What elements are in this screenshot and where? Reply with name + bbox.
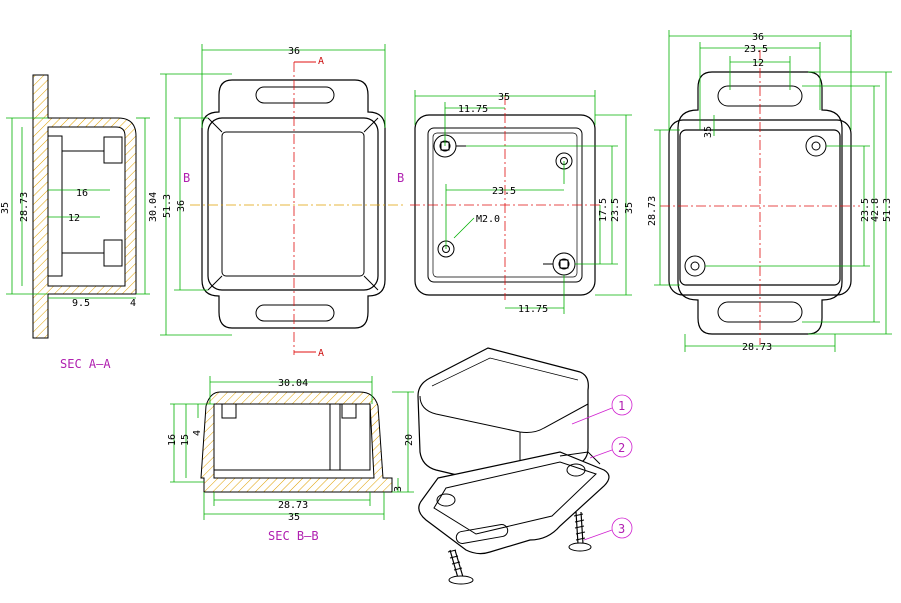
cut-b-right-label: B [397, 171, 404, 185]
bottom-dim-11-75-top: 11.75 [458, 104, 488, 115]
underside-dim-3-5: 35 [703, 126, 714, 138]
sec-bb-dim-28-73: 28.73 [278, 500, 308, 511]
exploded-assembly: 1 2 3 [417, 347, 633, 585]
sec-aa-dim-9-5: 9.5 [72, 298, 90, 309]
top-view-lid [221, 131, 365, 277]
sec-aa-dim-16: 16 [76, 188, 88, 199]
top-view-body [207, 117, 379, 291]
underside-dim-36: 36 [752, 32, 764, 43]
underside-view: 36 23.5 12 35 28.73 23.5 42.8 51.3 28.73 [647, 30, 893, 353]
underside-dim-42-8: 42.8 [870, 198, 881, 222]
top-view-outline [201, 79, 386, 329]
bottom-dim-11-75-bottom: 11.75 [518, 304, 548, 315]
sec-aa-dim-28-73: 28.73 [19, 192, 30, 222]
top-view: 36 51.3 36 A A B B [160, 44, 405, 359]
bottom-boss-br [543, 252, 576, 276]
underside-dim-23-5-v: 23.5 [860, 198, 871, 222]
section-a-a-boss-top [103, 136, 123, 164]
sec-bb-dim-3: 3 [393, 486, 404, 492]
underside-body [668, 119, 852, 296]
top-dim-36-width: 36 [288, 46, 300, 57]
sec-bb-label: SEC B—B [268, 529, 319, 543]
callout-circle-1 [611, 394, 633, 416]
callout-1: 1 [618, 399, 625, 413]
cut-a-bottom-label: A [318, 348, 324, 359]
sec-aa-dim-35: 35 [0, 202, 11, 214]
sec-aa-label: SEC A—A [60, 357, 111, 371]
section-view-b-b: 30.04 16 15 4 20 3 28.73 35 SEC B—B [167, 376, 415, 543]
screw-note-m2: M2.0 [476, 214, 500, 225]
top-dim-51-3: 51.3 [162, 194, 173, 218]
sec-bb-dim-35: 35 [288, 512, 300, 523]
section-view-a-a: 35 28.73 16 12 30.04 9.5 4 SEC A—A [0, 74, 159, 371]
underside-hole-bl [684, 255, 706, 277]
assembly-base [418, 451, 610, 555]
underside-dim-23-5: 23.5 [744, 44, 768, 55]
underside-dim-28-73: 28.73 [647, 196, 658, 226]
top-view-slot-top [255, 86, 335, 104]
section-a-a-boss-bottom [103, 239, 123, 267]
assembly-screw-right [568, 511, 592, 552]
sec-aa-dim-4: 4 [130, 298, 136, 309]
underside-dim-28-73-bottom: 28.73 [742, 342, 772, 353]
callout-circle-2 [611, 436, 633, 458]
assembly-screw-left [447, 549, 474, 585]
cut-b-left-label: B [183, 171, 190, 185]
callout-circle-3 [611, 517, 633, 539]
sec-aa-dim-12: 12 [68, 213, 80, 224]
section-b-b-rib-left [221, 403, 237, 419]
bottom-boss-tl [433, 134, 466, 158]
bottom-dim-23-5-v: 23.5 [610, 198, 621, 222]
sec-bb-dim-30-04: 30.04 [278, 378, 308, 389]
bottom-dim-23-5: 23.5 [492, 186, 516, 197]
cut-a-top-label: A [318, 56, 324, 67]
sec-bb-dim-20: 20 [404, 434, 415, 446]
callout-2: 2 [618, 441, 625, 455]
sec-bb-dim-4: 4 [192, 430, 203, 436]
bottom-dim-17-5: 17.5 [598, 198, 609, 222]
callout-3: 3 [618, 522, 625, 536]
bottom-dim-35: 35 [498, 92, 510, 103]
top-dim-36-height: 36 [176, 200, 187, 212]
sec-aa-dim-30-04: 30.04 [148, 192, 159, 222]
underside-hole-tr [805, 135, 827, 157]
top-view-slot-bottom [255, 304, 335, 322]
sec-bb-dim-15: 15 [180, 434, 191, 446]
section-b-b-rib-right [341, 403, 357, 419]
bottom-dim-35-v: 35 [624, 202, 635, 214]
underside-dim-12: 12 [752, 58, 764, 69]
section-a-a-inner-lip [47, 135, 63, 277]
underside-dim-51-3: 51.3 [882, 198, 893, 222]
sec-bb-dim-16: 16 [167, 434, 178, 446]
bottom-view: 35 11.75 23.5 17.5 23.5 35 11.75 M2.0 [410, 90, 635, 315]
